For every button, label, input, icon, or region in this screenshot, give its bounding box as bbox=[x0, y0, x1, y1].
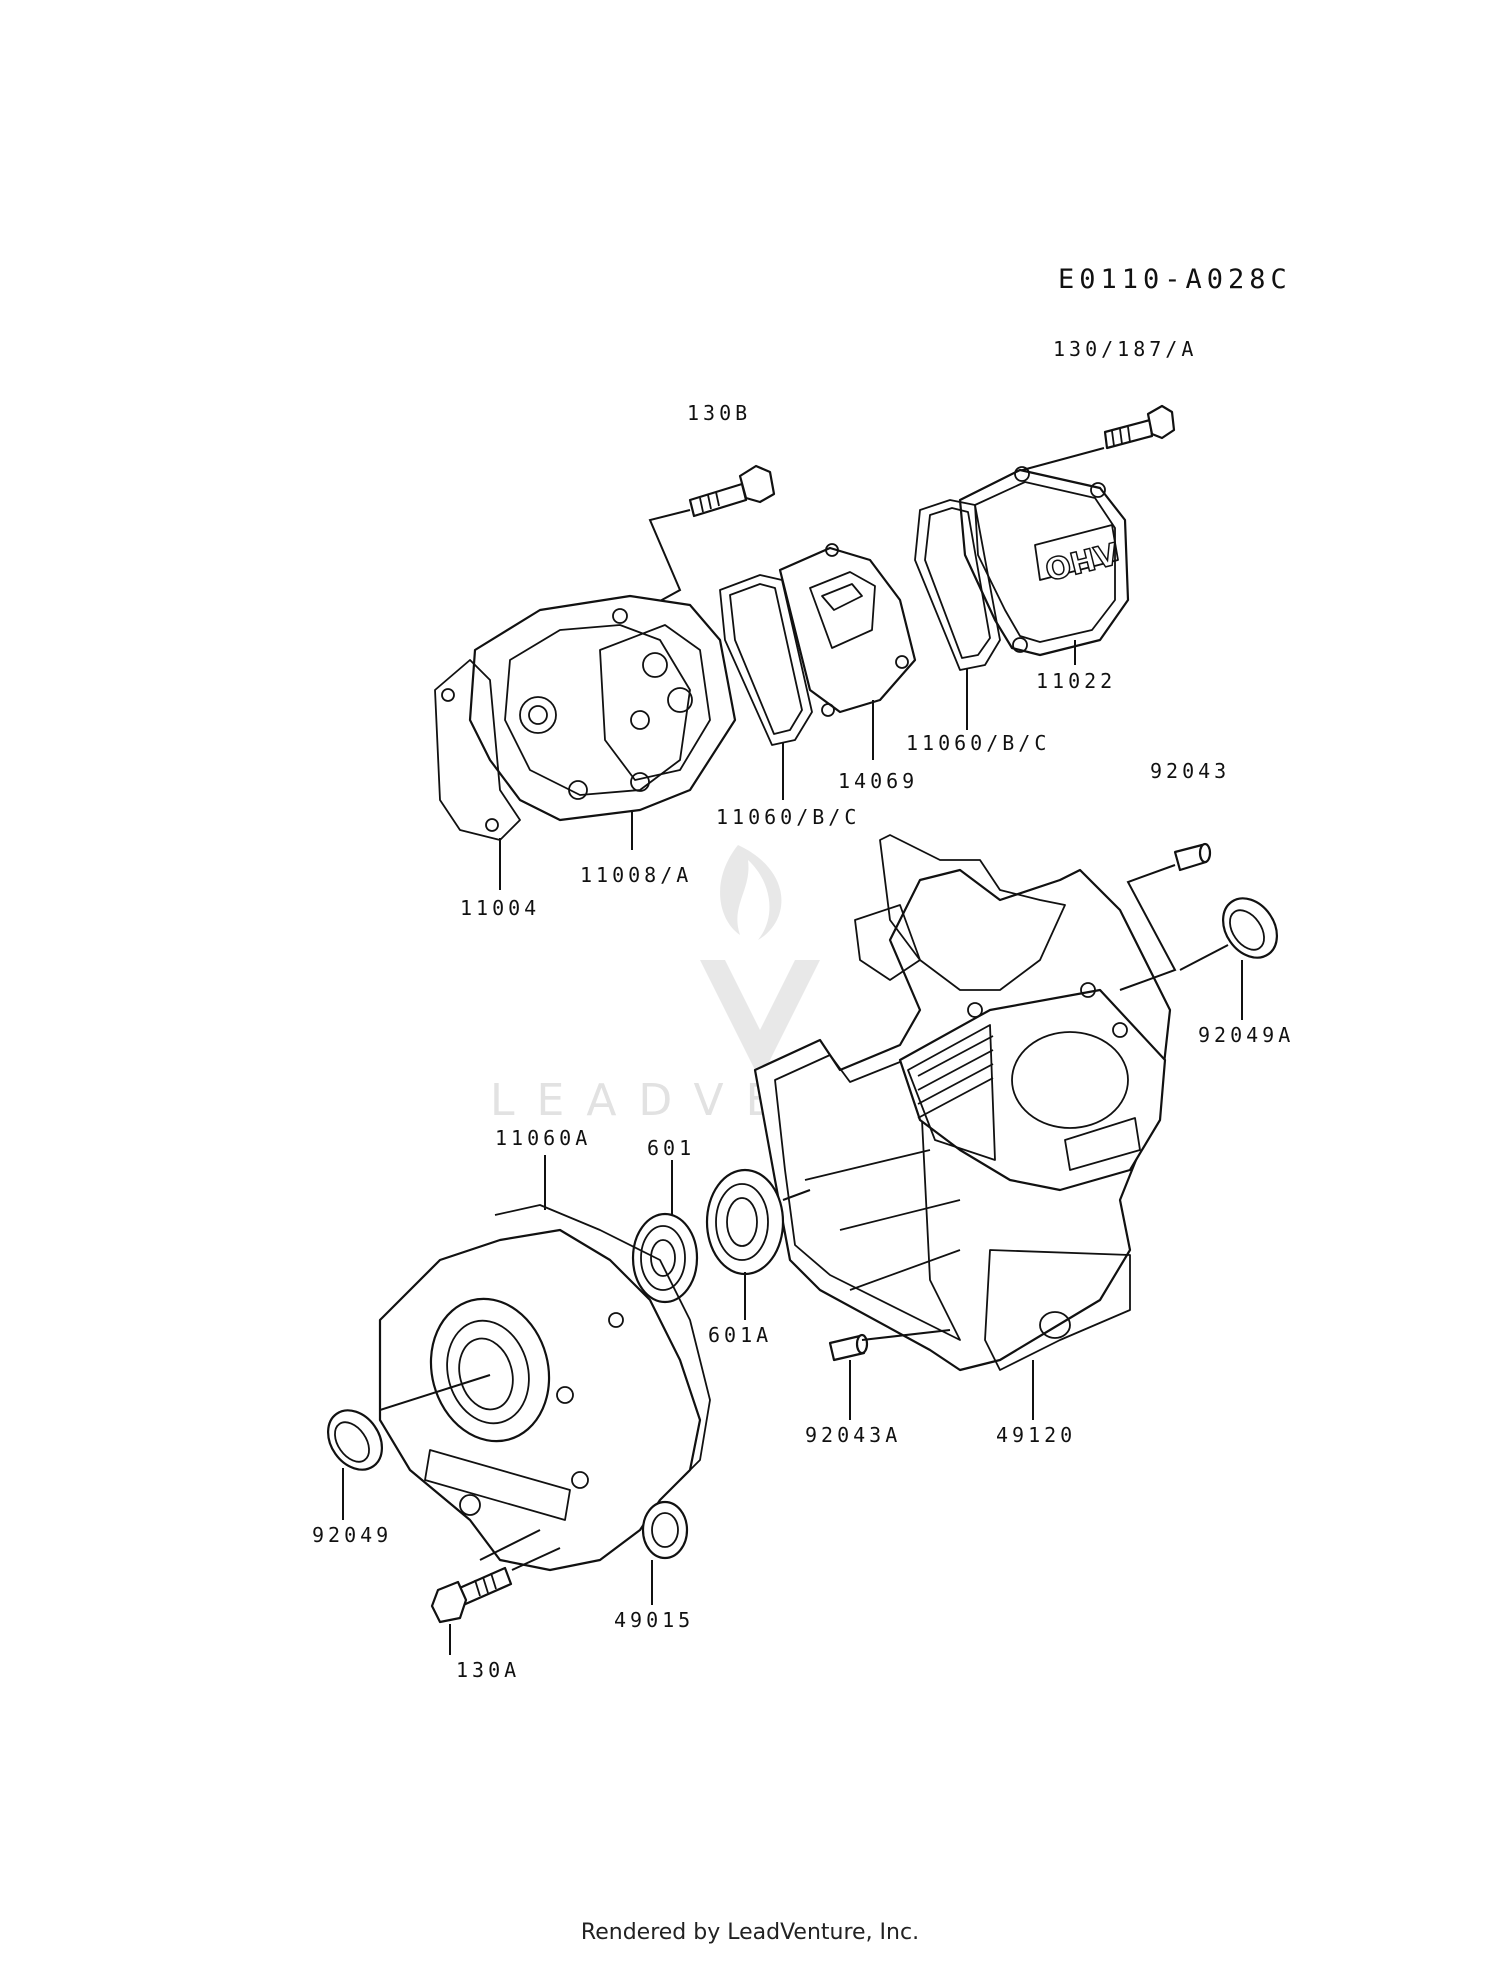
label-92049: 92049 bbox=[312, 1523, 392, 1547]
dowel-pin-92043[interactable] bbox=[1173, 842, 1212, 872]
label-11008-a: 11008/A bbox=[580, 863, 692, 887]
bolt-130-187-a[interactable] bbox=[1103, 404, 1176, 450]
label-11060a: 11060A bbox=[495, 1126, 591, 1150]
label-49120: 49120 bbox=[996, 1423, 1076, 1447]
label-14069: 14069 bbox=[838, 769, 918, 793]
crankcase-cover-49015[interactable] bbox=[378, 1204, 711, 1572]
label-130a: 130A bbox=[456, 1658, 520, 1682]
label-92049a: 92049A bbox=[1198, 1023, 1294, 1047]
label-11060-bc-right: 11060/B/C bbox=[906, 731, 1050, 755]
part-labels: 130/187/A 130B 11022 11060/B/C 14069 110… bbox=[312, 337, 1294, 1682]
dowel-pin-92043a[interactable] bbox=[828, 1333, 869, 1362]
gasket-11060-bc-left[interactable] bbox=[719, 574, 813, 746]
oil-seal-92049[interactable] bbox=[317, 1400, 393, 1480]
label-601a: 601A bbox=[708, 1323, 772, 1347]
label-92043a: 92043A bbox=[805, 1423, 901, 1447]
diagram-reference-code: E0110-A028C bbox=[1058, 264, 1292, 295]
label-11060-bc-left: 11060/B/C bbox=[716, 805, 860, 829]
oil-seal-92049a[interactable] bbox=[1212, 888, 1288, 968]
cylinder-head-11008-a[interactable] bbox=[468, 594, 737, 822]
bearing-601a[interactable] bbox=[705, 1168, 785, 1276]
bolt-130a[interactable] bbox=[430, 1566, 513, 1624]
bolt-130b[interactable] bbox=[688, 464, 776, 518]
label-11004: 11004 bbox=[460, 896, 540, 920]
label-130b: 130B bbox=[687, 401, 751, 425]
label-92043: 92043 bbox=[1150, 759, 1230, 783]
head-cover-11022[interactable]: OHV bbox=[958, 466, 1130, 657]
rocker-cover-14069[interactable] bbox=[778, 543, 917, 717]
label-601: 601 bbox=[647, 1136, 695, 1160]
label-130-187-a: 130/187/A bbox=[1053, 337, 1197, 361]
crankcase-49120[interactable] bbox=[753, 834, 1172, 1372]
head-gasket-11004[interactable] bbox=[434, 659, 521, 841]
gasket-11060-bc-right[interactable] bbox=[914, 499, 1001, 671]
render-credit-footer: Rendered by LeadVenture, Inc. bbox=[580, 1920, 920, 1945]
label-49015: 49015 bbox=[614, 1608, 694, 1632]
label-11022: 11022 bbox=[1036, 669, 1116, 693]
bearing-601[interactable] bbox=[631, 1212, 699, 1304]
